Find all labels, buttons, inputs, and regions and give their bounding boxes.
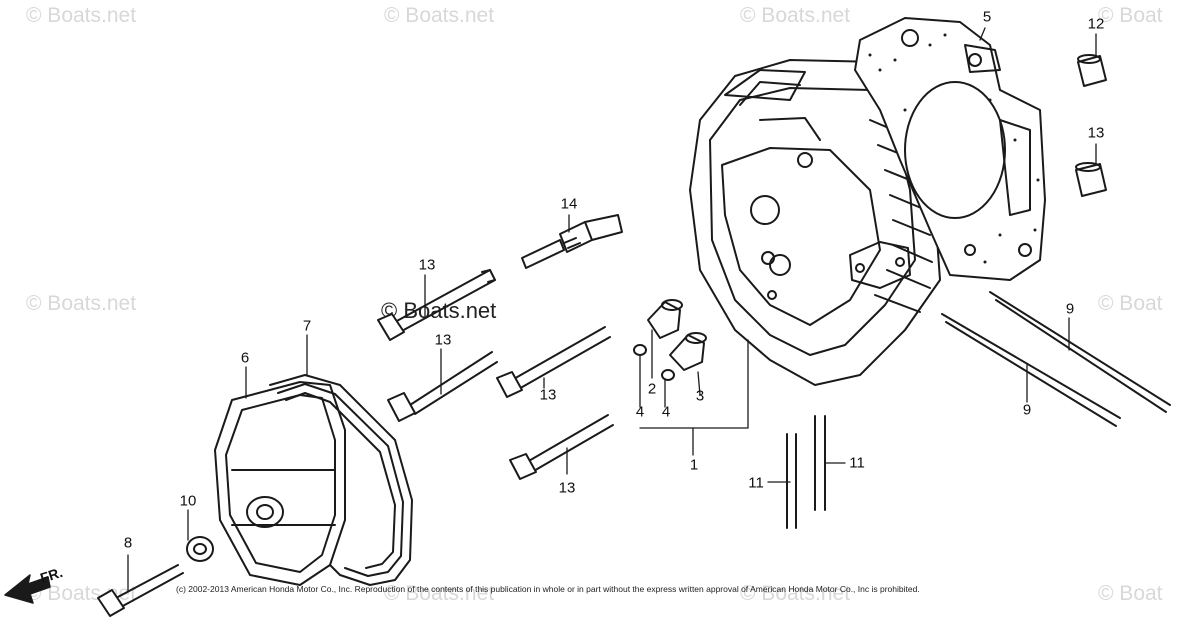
head-gasket	[854, 17, 1046, 281]
head-cover-gasket	[269, 374, 413, 586]
cylinder-head	[689, 59, 941, 386]
callout-4: 4	[635, 403, 645, 421]
head-cover	[214, 381, 346, 586]
stud-bolt-short-1	[786, 433, 797, 529]
flange-bolt-2	[387, 351, 498, 422]
stud-bolt-short-2	[814, 415, 826, 511]
gasket-holes	[868, 33, 1040, 264]
dowel-pin-upper	[1077, 54, 1107, 87]
valve-guide-ex	[669, 332, 707, 371]
callout-11: 11	[849, 454, 865, 472]
callout-3: 3	[695, 387, 705, 405]
dowel-pin-lower	[1075, 162, 1107, 197]
callout-11: 11	[748, 474, 764, 492]
callout-2: 2	[647, 380, 657, 398]
callout-12: 13	[1087, 124, 1105, 142]
front-direction-arrow	[4, 574, 51, 604]
callout-9: 9	[1065, 300, 1075, 318]
callout-9: 9	[1022, 401, 1032, 419]
callout-8: 8	[123, 534, 133, 552]
callout-13: 13	[558, 479, 576, 497]
flange-bolt-3	[496, 326, 611, 398]
callout-5: 5	[982, 8, 992, 26]
callout-13: 13	[418, 256, 436, 274]
stud-bolt-long-1	[989, 291, 1171, 413]
callout-4: 4	[661, 403, 671, 421]
spark-plug	[521, 214, 623, 269]
cover-bolt	[97, 564, 184, 617]
leader-lines	[127, 27, 1097, 593]
flange-bolt-4	[509, 414, 614, 480]
callout-1: 1	[689, 456, 699, 474]
stud-bolt-long-2	[941, 313, 1121, 427]
sealing-washer	[186, 536, 214, 562]
callout-13: 13	[539, 386, 557, 404]
callout-6: 6	[240, 349, 250, 367]
callout-13: 13	[434, 331, 452, 349]
callout-7: 7	[302, 317, 312, 335]
valve-guide-in	[647, 299, 683, 339]
callout-10: 10	[179, 492, 197, 510]
copyright-notice: (c) 2002-2013 American Honda Motor Co., …	[176, 584, 920, 594]
callout-12: 12	[1087, 15, 1105, 33]
callout-14: 14	[560, 195, 578, 213]
flange-bolt-1	[377, 269, 496, 341]
